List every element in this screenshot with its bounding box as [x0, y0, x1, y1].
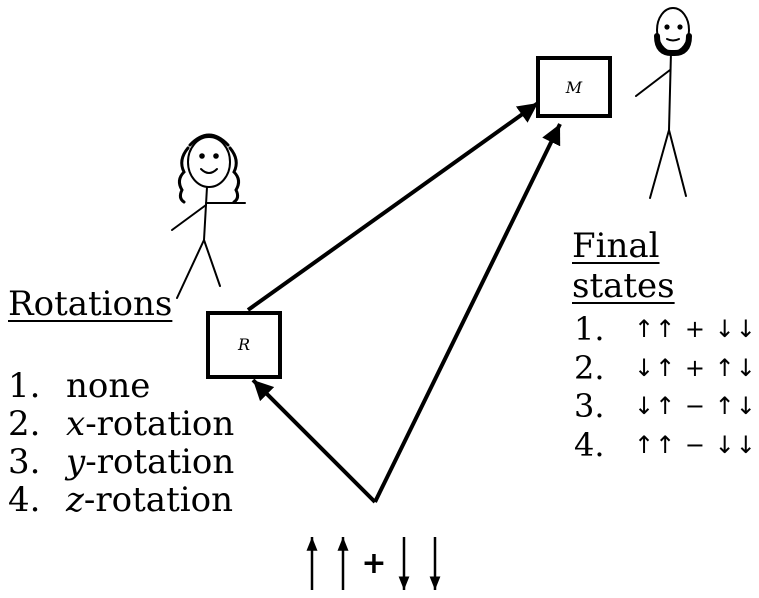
- final-state-item: 3. ↓↑ − ↑↓: [574, 387, 757, 426]
- rotations-list: 1. none 2. x-rotation 3. y-rotation 4. z…: [8, 367, 234, 519]
- final-state-value: ↓↑ − ↑↓: [634, 392, 757, 420]
- arrow-rotation-to-measurement: [246, 101, 540, 312]
- final-state-number: 4.: [574, 425, 605, 464]
- final-state-item: 1. ↑↑ + ↓↓: [574, 310, 757, 349]
- source-plus-operator: +: [361, 546, 386, 581]
- rotation-item: 2. x-rotation: [8, 405, 234, 443]
- girl-figure: [171, 133, 246, 299]
- final-states-title: Final states: [572, 226, 675, 306]
- final-state-number: 1.: [574, 310, 605, 348]
- final-state-value: ↑↑ − ↓↓: [634, 430, 757, 459]
- rotation-axis: y: [66, 442, 86, 482]
- rotation-box-label: R: [237, 335, 250, 354]
- arrow-source-to-rotation: [251, 378, 377, 504]
- rotation-item-number: 4.: [8, 480, 41, 520]
- final-states-list: 1. ↑↑ + ↓↓ 2. ↓↑ + ↑↓ 3. ↓↑ − ↑↓ 4. ↑↑ −…: [574, 310, 757, 464]
- rotation-item-number: 1.: [8, 366, 41, 406]
- rotation-axis: x: [66, 404, 86, 444]
- rotations-title: Rotations: [8, 284, 173, 324]
- source-state: [306, 537, 441, 590]
- final-state-value: ↑↑ + ↓↓: [634, 315, 757, 343]
- final-state-item: 2. ↓↑ + ↑↓: [574, 349, 757, 388]
- rotation-item-number: 3.: [8, 442, 41, 482]
- rotation-item-text: -rotation: [85, 404, 235, 444]
- rotation-axis: z: [66, 480, 84, 520]
- rotation-item-text: -rotation: [85, 442, 235, 482]
- measurement-box: [536, 56, 612, 118]
- rotation-item-text: -rotation: [83, 480, 233, 520]
- rotation-item-number: 2.: [8, 404, 41, 444]
- man-figure: [635, 7, 692, 199]
- final-state-item: 4. ↑↑ − ↓↓: [574, 426, 757, 465]
- rotation-item: 3. y-rotation: [8, 443, 234, 481]
- final-state-value: ↓↑ + ↑↓: [634, 353, 757, 382]
- final-state-number: 3.: [574, 387, 605, 425]
- arrow-source-to-measurement: [373, 123, 562, 503]
- rotation-box: [206, 311, 282, 379]
- final-state-number: 2.: [574, 348, 605, 387]
- rotation-item: 4. z-rotation: [8, 481, 234, 519]
- measurement-box-label: M: [565, 78, 583, 97]
- rotation-item: 1. none: [8, 367, 234, 405]
- rotation-item-text: none: [66, 366, 151, 406]
